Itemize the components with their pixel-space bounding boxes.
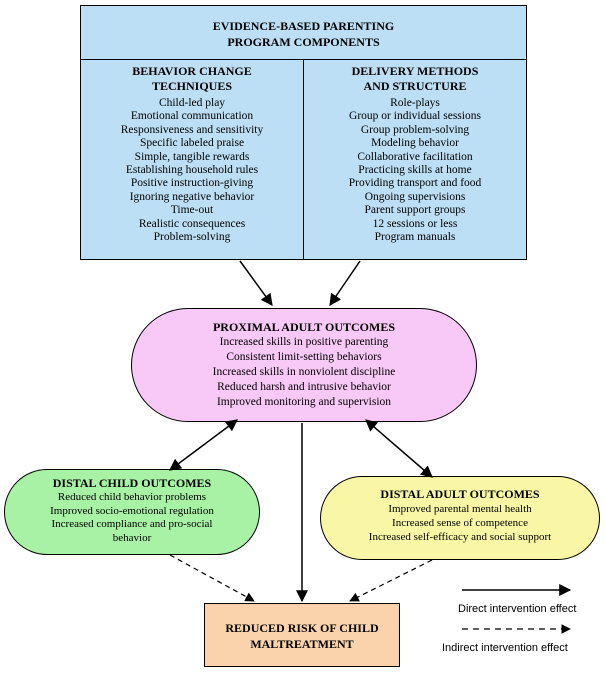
behavior-change-heading-line2: TECHNIQUES	[151, 79, 233, 93]
distal-child-outcomes: DISTAL CHILD OUTCOMES Reduced child beha…	[4, 469, 260, 555]
delivery-methods-heading: DELIVERY METHODS AND STRUCTURE	[304, 64, 526, 94]
list-item: Child-led play	[158, 97, 226, 109]
reduced-risk-outcome-box: REDUCED RISK OF CHILD MALTREATMENT	[204, 603, 400, 667]
program-components-title: EVIDENCE-BASED PARENTING PROGRAM COMPONE…	[81, 18, 526, 50]
list-item: 12 sessions or less	[372, 217, 458, 230]
behavior-change-list: Child-led play Emotional communication R…	[81, 97, 303, 244]
list-item: Time-out	[170, 204, 214, 217]
reduced-risk-outcome-title: REDUCED RISK OF CHILD MALTREATMENT	[205, 620, 399, 652]
list-item: Modeling behavior	[371, 137, 459, 150]
proximal-adult-outcomes: PROXIMAL ADULT OUTCOMES Increased skills…	[131, 308, 477, 422]
list-item: Reduced harsh and intrusive behavior	[217, 381, 391, 393]
list-item: Program manuals	[374, 231, 456, 244]
column-divider	[303, 60, 304, 260]
list-item: Parent support groups	[364, 204, 466, 217]
list-item: Providing transport and food	[348, 177, 482, 190]
delivery-methods-heading-line1: DELIVERY METHODS	[351, 64, 479, 78]
arrow-proximal-distal-adult	[365, 419, 433, 478]
reduced-risk-outcome-title-line1: REDUCED RISK OF CHILD	[225, 621, 379, 635]
list-item: behavior	[112, 531, 152, 544]
list-item: Increased skills in positive parenting	[219, 336, 389, 348]
legend-direct-label: Direct intervention effect	[458, 603, 577, 615]
arrow-components-to-proximal-right	[329, 260, 361, 306]
list-item: Group or individual sessions	[349, 110, 481, 123]
program-components-title-line2: PROGRAM COMPONENTS	[227, 35, 380, 49]
list-item: Realistic consequences	[138, 217, 246, 230]
arrow-proximal-distal-child	[169, 419, 238, 471]
behavior-change-column: BEHAVIOR CHANGE TECHNIQUES Child-led pla…	[81, 64, 303, 244]
list-item: Ignoring negative behavior	[129, 190, 255, 203]
list-item: Increased compliance and pro-social	[51, 518, 213, 530]
list-item: Problem-solving	[153, 231, 231, 244]
list-item: Improved monitoring and supervision	[216, 396, 392, 408]
arrow-distal-child-to-outcome	[169, 554, 255, 602]
distal-child-outcomes-list: Reduced child behavior problems Improved…	[5, 491, 259, 545]
legend-indirect-label: Indirect intervention effect	[442, 642, 568, 654]
program-components-box: EVIDENCE-BASED PARENTING PROGRAM COMPONE…	[80, 5, 527, 260]
list-item: Consistent limit-setting behaviors	[226, 351, 382, 363]
list-item: Specific labeled praise	[139, 137, 245, 150]
behavior-change-heading: BEHAVIOR CHANGE TECHNIQUES	[81, 64, 303, 94]
arrow-components-to-proximal-left	[239, 260, 273, 306]
list-item: Ongoing supervisions	[364, 190, 466, 203]
delivery-methods-column: DELIVERY METHODS AND STRUCTURE Role-play…	[304, 64, 526, 244]
delivery-methods-list: Role-plays Group or individual sessions …	[304, 97, 526, 244]
list-item: Improved parental mental health	[388, 503, 532, 515]
behavior-change-heading-line1: BEHAVIOR CHANGE	[132, 64, 252, 78]
distal-adult-outcomes-title: DISTAL ADULT OUTCOMES	[380, 487, 540, 501]
list-item: Simple, tangible rewards	[134, 150, 250, 163]
program-components-title-line1: EVIDENCE-BASED PARENTING	[212, 19, 395, 33]
list-item: Responsiveness and sensitivity	[120, 123, 264, 136]
proximal-adult-outcomes-list: Increased skills in positive parenting C…	[132, 335, 476, 410]
distal-child-outcomes-title: DISTAL CHILD OUTCOMES	[52, 476, 212, 490]
reduced-risk-outcome-title-line2: MALTREATMENT	[250, 637, 354, 651]
list-item: Increased self-efficacy and social suppo…	[368, 531, 552, 543]
list-item: Practicing skills at home	[358, 164, 472, 177]
distal-adult-outcomes-list: Improved parental mental health Increase…	[321, 502, 599, 544]
list-item: Positive instruction-giving	[130, 177, 254, 190]
list-item: Emotional communication	[130, 110, 254, 123]
distal-adult-outcomes: DISTAL ADULT OUTCOMES Improved parental …	[320, 476, 600, 560]
list-item: Increased skills in nonviolent disciplin…	[212, 366, 396, 378]
list-item: Increased sense of competence	[392, 517, 528, 529]
list-item: Group problem-solving	[360, 123, 470, 136]
list-item: Role-plays	[390, 97, 440, 109]
list-item: Improved socio-emotional regulation	[50, 504, 214, 517]
program-components-header: EVIDENCE-BASED PARENTING PROGRAM COMPONE…	[81, 6, 526, 60]
delivery-methods-heading-line2: AND STRUCTURE	[363, 79, 467, 93]
list-item: Collaborative facilitation	[357, 150, 473, 163]
list-item: Establishing household rules	[125, 164, 259, 177]
list-item: Reduced child behavior problems	[57, 491, 207, 503]
arrow-distal-adult-to-outcome	[349, 559, 433, 602]
proximal-adult-outcomes-title: PROXIMAL ADULT OUTCOMES	[212, 320, 396, 334]
